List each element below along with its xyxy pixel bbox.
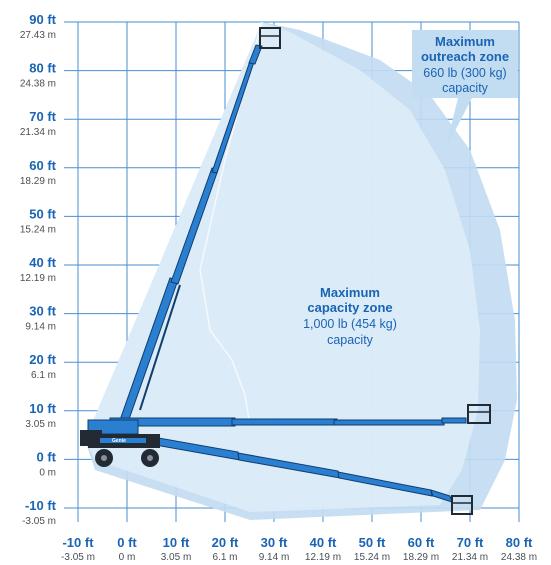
capacity-zone-title-2: capacity zone xyxy=(307,300,392,315)
y-tick-label-ft: 90 ft xyxy=(29,12,56,27)
x-tick-label-ft: 60 ft xyxy=(408,535,435,550)
outreach-label-box xyxy=(412,30,518,98)
x-tick-label-m: 12.19 m xyxy=(305,552,341,563)
capacity-zone-capacity-word: capacity xyxy=(327,333,374,347)
y-tick-label-m: 24.38 m xyxy=(20,79,56,90)
y-tick-label-m: 3.05 m xyxy=(25,419,56,430)
x-tick-label-m: 15.24 m xyxy=(354,552,390,563)
outreach-zone-title-2: outreach zone xyxy=(421,49,509,64)
y-tick-label-ft: 50 ft xyxy=(29,206,56,221)
y-tick-label-ft: 0 ft xyxy=(37,449,57,464)
outreach-zone-capacity-word: capacity xyxy=(442,81,489,95)
x-tick-label-ft: 0 ft xyxy=(117,535,137,550)
rear-wheel-hub xyxy=(147,455,153,461)
machine-chassis: Genie xyxy=(80,419,160,467)
outreach-zone-label: Maximum outreach zone 660 lb (300 kg) ca… xyxy=(412,30,518,150)
vertical-jib xyxy=(248,44,263,65)
x-tick-label-ft: 70 ft xyxy=(457,535,484,550)
y-tick-label-ft: 10 ft xyxy=(29,401,56,416)
x-tick-label-m: 0 m xyxy=(119,552,136,563)
outreach-zone-capacity: 660 lb (300 kg) xyxy=(423,66,506,80)
x-tick-label-ft: 40 ft xyxy=(310,535,337,550)
vertical-platform-basket xyxy=(259,27,281,49)
y-axis-labels: 90 ft 27.43 m 80 ft 24.38 m 70 ft 21.34 m 60 f… xyxy=(20,12,57,527)
horizontal-jib xyxy=(441,417,467,424)
y-tick-label-ft: 70 ft xyxy=(29,109,56,124)
y-tick-label-ft: 20 ft xyxy=(29,352,56,367)
horizontal-boom-fly-section xyxy=(333,419,445,426)
capacity-zone-label: Maximum capacity zone 1,000 lb (454 kg) … xyxy=(303,285,397,347)
working-envelope xyxy=(85,21,517,520)
y-tick-label-m: 9.14 m xyxy=(25,322,56,333)
outreach-zone-title-1: Maximum xyxy=(435,34,495,49)
outreach-callout-pointer xyxy=(445,98,472,150)
y-tick-label-m: -3.05 m xyxy=(22,516,56,527)
y-tick-label-m: 0 m xyxy=(39,467,56,478)
y-tick-label-m: 18.29 m xyxy=(20,176,56,187)
y-tick-label-m: 12.19 m xyxy=(20,273,56,284)
capacity-zone-capacity: 1,000 lb (454 kg) xyxy=(303,317,397,331)
x-tick-label-ft: 30 ft xyxy=(261,535,288,550)
front-wheel-hub xyxy=(101,455,107,461)
x-tick-label-m: 24.38 m xyxy=(501,552,537,563)
x-tick-label-ft: 80 ft xyxy=(506,535,533,550)
x-tick-label-m: 3.05 m xyxy=(161,552,192,563)
below-grade-boom-fly-section xyxy=(337,471,433,497)
x-tick-label-ft: 20 ft xyxy=(212,535,239,550)
x-tick-label-m: 21.34 m xyxy=(452,552,488,563)
x-axis-labels: -10 ft -3.05 m 0 ft 0 m 10 ft 3.05 m 20 ft 6.1 … xyxy=(61,535,537,563)
horizontal-boom-mid-section xyxy=(231,418,338,426)
y-tick-label-m: 6.1 m xyxy=(31,370,56,381)
vertical-boom-cylinder xyxy=(139,284,181,411)
x-tick-label-m: 6.1 m xyxy=(212,552,237,563)
y-tick-label-ft: 80 ft xyxy=(29,61,56,76)
y-tick-label-m: 27.43 m xyxy=(20,30,56,41)
boom-vertical-position xyxy=(119,27,281,423)
y-tick-label-ft: -10 ft xyxy=(25,498,57,513)
capacity-zone-area xyxy=(85,22,480,512)
capacity-zone-title-1: Maximum xyxy=(320,285,380,300)
y-tick-label-ft: 60 ft xyxy=(29,158,56,173)
y-tick-label-m: 15.24 m xyxy=(20,224,56,235)
inner-envelope-curve xyxy=(199,21,263,426)
horizontal-platform-basket xyxy=(467,404,491,424)
chassis-stripe xyxy=(100,438,146,443)
y-tick-label-ft: 40 ft xyxy=(29,255,56,270)
machine-brand-logo: Genie xyxy=(112,438,126,444)
y-tick-label-m: 21.34 m xyxy=(20,127,56,138)
x-tick-label-m: 9.14 m xyxy=(259,552,290,563)
below-grade-platform-basket xyxy=(451,495,473,515)
x-tick-label-ft: 10 ft xyxy=(163,535,190,550)
y-tick-label-ft: 30 ft xyxy=(29,304,56,319)
x-tick-label-m: 18.29 m xyxy=(403,552,439,563)
x-tick-label-m: -3.05 m xyxy=(61,552,95,563)
x-tick-label-ft: 50 ft xyxy=(359,535,386,550)
x-tick-label-ft: -10 ft xyxy=(62,535,94,550)
